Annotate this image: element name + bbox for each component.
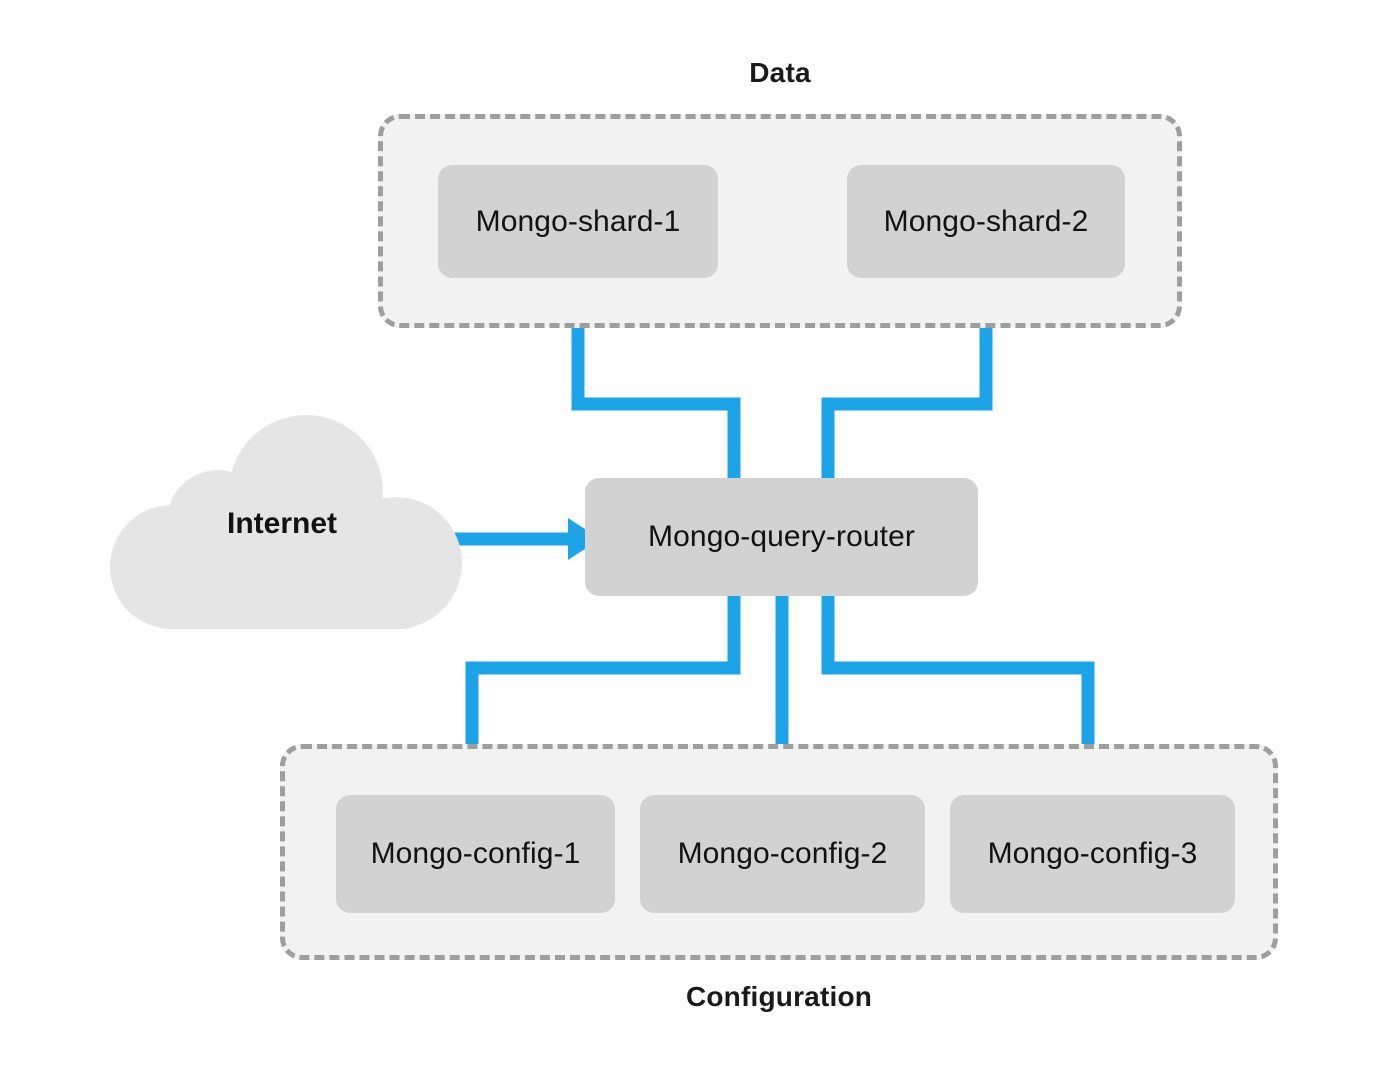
cloud-label: Internet xyxy=(226,507,337,540)
group-data-caption: Data xyxy=(749,57,811,88)
node-mongo-query-router[interactable]: Mongo-query-router xyxy=(585,478,978,596)
group-configuration-caption: Configuration xyxy=(685,981,873,1012)
node-mongo-config-1[interactable]: Mongo-config-1 xyxy=(336,795,615,913)
node-mongo-config-3[interactable]: Mongo-config-3 xyxy=(950,795,1235,913)
node-label: Mongo-config-3 xyxy=(987,837,1198,870)
node-label: Mongo-config-1 xyxy=(370,837,581,870)
node-mongo-shard-1[interactable]: Mongo-shard-1 xyxy=(438,165,718,278)
internet-cloud[interactable]: Internet xyxy=(110,415,462,633)
node-label: Mongo-shard-1 xyxy=(475,204,681,238)
node-label: Mongo-config-2 xyxy=(677,837,888,870)
node-mongo-config-2[interactable]: Mongo-config-2 xyxy=(640,795,925,913)
cloud-icon xyxy=(110,415,462,629)
node-label: Mongo-query-router xyxy=(648,520,915,553)
node-mongo-shard-2[interactable]: Mongo-shard-2 xyxy=(847,165,1125,278)
node-label: Mongo-shard-2 xyxy=(883,204,1089,238)
